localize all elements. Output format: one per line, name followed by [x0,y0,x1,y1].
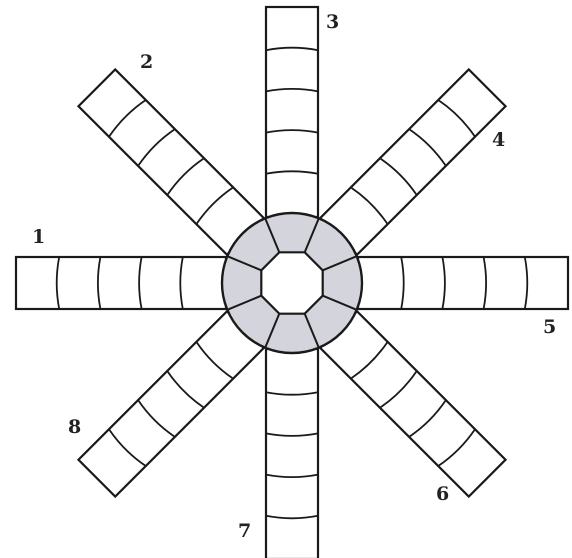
center-octagon [261,252,322,313]
arm-label-1: 1 [32,226,45,248]
arm-7-outline [266,349,318,558]
arm-4 [320,69,505,254]
arm-4-outline [320,69,505,254]
arm-2 [78,69,263,254]
arm-8 [78,311,263,496]
arm-5 [358,257,568,309]
arm-6 [320,311,505,496]
arm-3 [266,7,318,217]
arm-label-6: 6 [436,483,449,505]
arm-label-8: 8 [68,416,81,438]
arm-label-5: 5 [543,316,556,338]
arm-8-outline [78,311,263,496]
arm-label-3: 3 [326,11,339,33]
arm-label-2: 2 [140,51,153,73]
arm-6-outline [320,311,505,496]
central-hub [222,213,362,353]
arm-2-outline [78,69,263,254]
arm-label-7: 7 [238,520,251,542]
arm-label-4: 4 [492,129,505,151]
arm-5-outline [358,257,568,309]
arm-1-outline [16,257,226,309]
arm-3-outline [266,7,318,217]
arm-7 [266,349,318,558]
arm-1 [16,257,226,309]
